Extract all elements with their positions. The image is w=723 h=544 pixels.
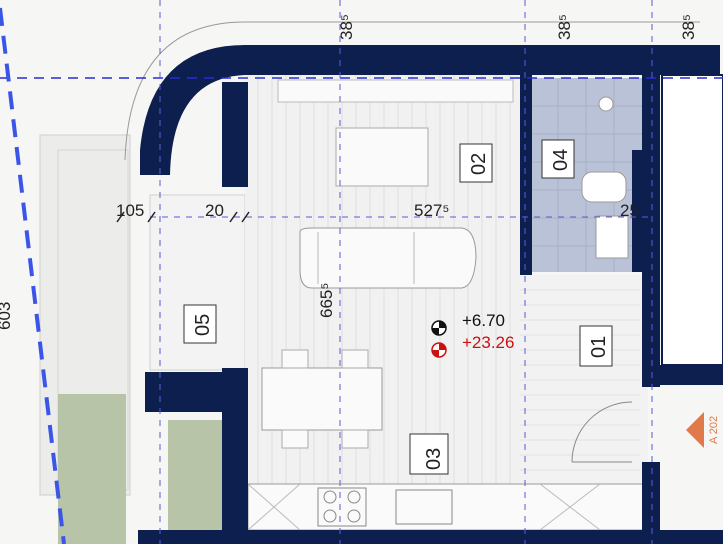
planter-left <box>58 394 126 544</box>
grid-lines <box>0 77 723 79</box>
room-label-05: 05 <box>183 304 217 344</box>
chair <box>341 349 369 369</box>
section-marker-arrow <box>686 412 704 448</box>
room-label-03: 03 <box>409 433 449 475</box>
hob <box>317 487 367 527</box>
chair <box>341 429 369 449</box>
level-marker-absolute <box>431 342 447 358</box>
dim-span-665: 665⁵ <box>317 283 336 318</box>
room-label-01: 01 <box>579 325 613 367</box>
dining-table <box>261 367 383 431</box>
coffee-table <box>335 127 429 187</box>
sink <box>395 489 453 525</box>
dim-ticks <box>116 211 250 223</box>
dim-span-527: 527⁵ <box>414 201 449 220</box>
dim-top-right: 38⁵ <box>679 14 698 40</box>
svg-text:05: 05 <box>192 314 214 336</box>
dim-wall-20: 20 <box>205 201 224 220</box>
washbasin <box>595 215 629 259</box>
dim-bath-25: 25 <box>620 201 639 220</box>
dim-far-left: 603 <box>0 302 14 330</box>
dim-top-mid: 38⁵ <box>555 14 574 40</box>
room-05-area <box>149 194 246 371</box>
entry-door-swing <box>571 401 633 463</box>
section-marker: A 202 <box>708 416 720 444</box>
svg-text:02: 02 <box>468 153 490 175</box>
toilet <box>581 171 627 203</box>
sofa <box>299 227 477 289</box>
shower-head <box>598 96 614 112</box>
level-marker-relative <box>431 320 447 336</box>
corridor-boards <box>520 289 640 471</box>
room-label-02: 02 <box>459 143 493 183</box>
level-absolute: +23.26 <box>462 333 514 352</box>
room-label-04: 04 <box>541 139 575 179</box>
chair <box>281 349 309 369</box>
axis-line-left <box>0 7 66 544</box>
level-relative: +6.70 <box>462 311 505 330</box>
wall-cabinet <box>277 79 514 103</box>
planter-right <box>168 420 224 544</box>
walls <box>138 45 723 544</box>
dim-top-left: 38⁵ <box>337 14 356 40</box>
kitchen-counter <box>247 483 644 531</box>
dim-left-width: 105 <box>116 201 144 220</box>
outer-arc <box>124 21 700 161</box>
svg-text:04: 04 <box>550 149 572 171</box>
svg-text:03: 03 <box>423 448 445 470</box>
svg-text:01: 01 <box>588 336 610 358</box>
adjacent-room <box>661 74 723 366</box>
chair <box>281 429 309 449</box>
